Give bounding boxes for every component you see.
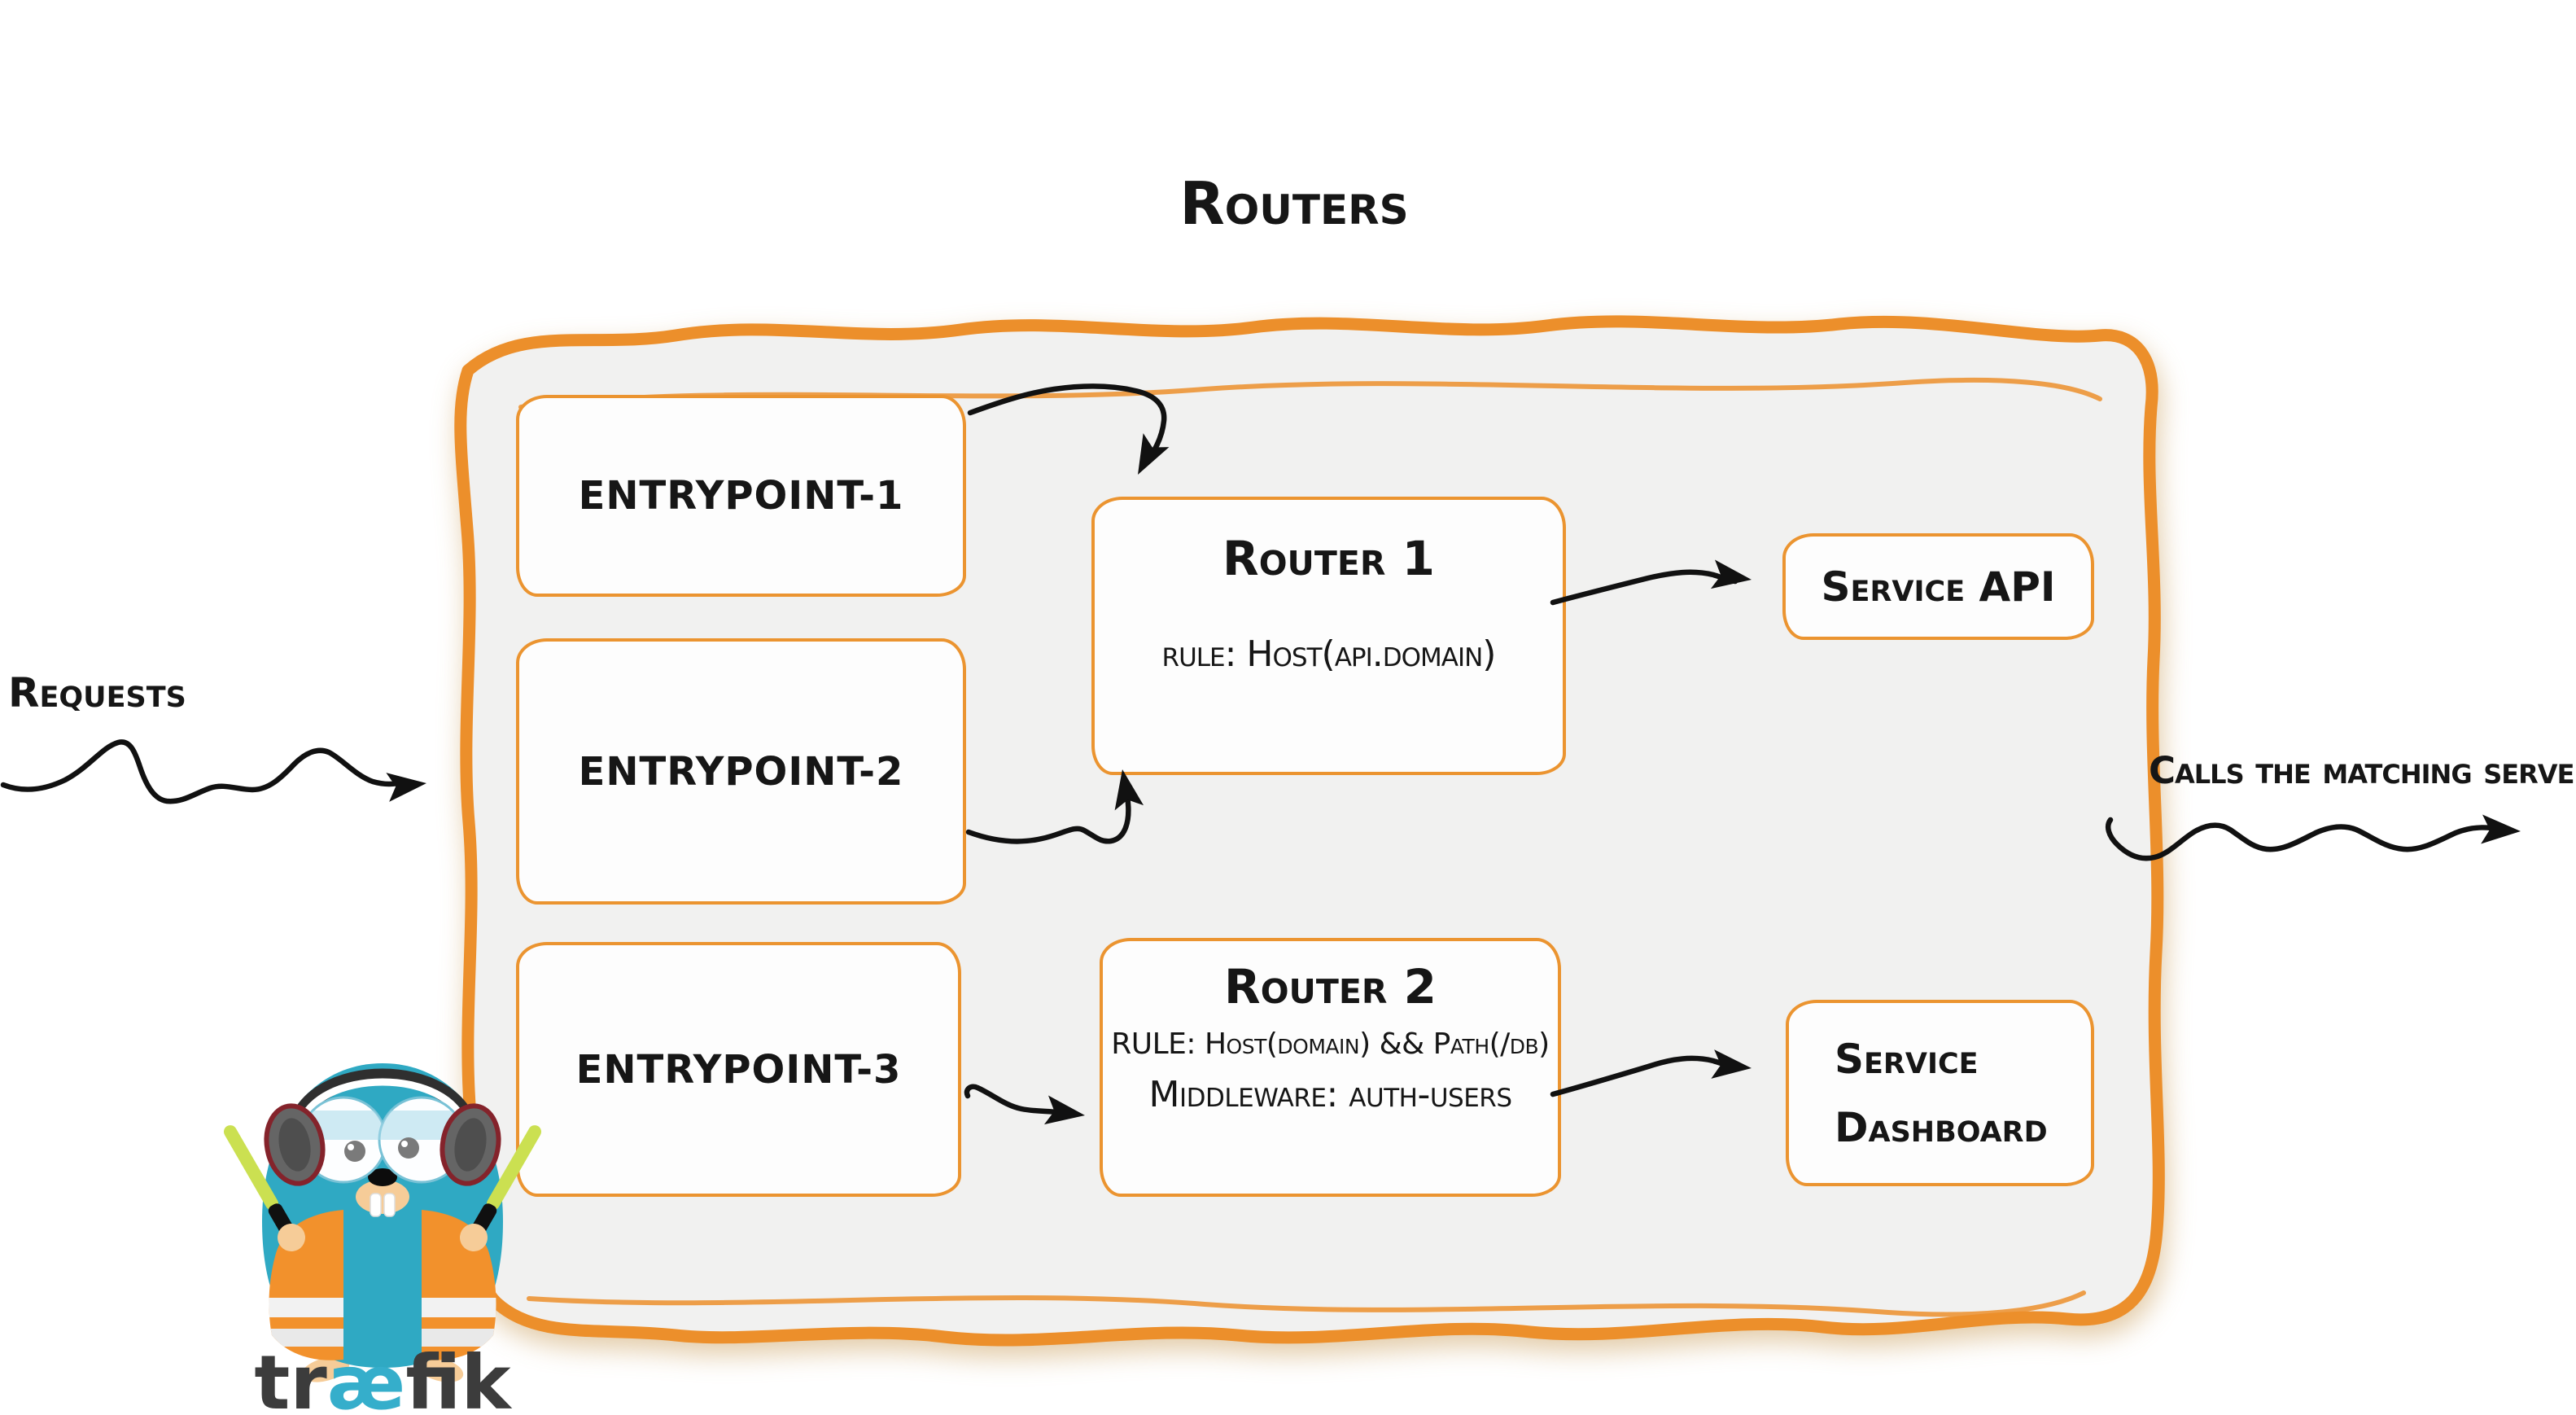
squiggle-path <box>964 1084 1072 1117</box>
entrypoint-1-label: entrypoint-1 <box>578 473 904 519</box>
calls-matching-server-label: Calls the matching server <box>2149 749 2576 792</box>
router-2-middleware: Middleware: auth-users <box>1148 1074 1513 1115</box>
ear-cup-left-icon <box>264 1103 326 1186</box>
gopher-nose <box>368 1168 397 1186</box>
arrow-entrypoint2-to-router1 <box>965 769 1144 844</box>
router-2-box: Router 2 RULE: Host(domain) && Path(/db)… <box>1100 938 1561 1197</box>
arrowhead-icon <box>2481 814 2521 844</box>
arrowhead-icon <box>1114 769 1144 811</box>
squiggle-path <box>2106 817 2504 861</box>
gopher-muzzle <box>356 1180 409 1214</box>
arrow-entrypoint1-to-router1 <box>967 383 1170 475</box>
requests-label: Requests <box>8 669 186 716</box>
arrowhead-icon <box>1711 1049 1752 1079</box>
arrowhead-icon <box>1138 433 1170 475</box>
entrypoint-3-box: entrypoint-3 <box>516 942 961 1197</box>
router-1-title: Router 1 <box>1222 531 1435 586</box>
gopher-foot-left <box>301 1356 350 1382</box>
router-2-title: Router 2 <box>1224 959 1437 1014</box>
router-2-rule: RULE: Host(domain) && Path(/db) <box>1111 1027 1550 1061</box>
container-brush-accent-top <box>518 377 2102 410</box>
arrowhead-icon <box>386 773 426 802</box>
entrypoint-2-box: entrypoint-2 <box>516 638 966 905</box>
gopher-foot-right <box>415 1356 464 1382</box>
entrypoint-1-box: entrypoint-1 <box>516 395 966 597</box>
arrowhead-icon <box>1043 1095 1085 1125</box>
service-dashboard-label-line2: Dashboard <box>1835 1103 2048 1151</box>
gopher-tooth-right <box>383 1193 396 1217</box>
gopher-eye-right <box>398 1137 419 1159</box>
gopher-eye-left <box>344 1141 365 1162</box>
squiggle-path <box>1550 569 1738 606</box>
router-1-box: Router 1 rule: Host(api.domain) <box>1091 497 1566 775</box>
ear-cup-right-icon <box>440 1103 501 1186</box>
goggles-icon <box>300 1096 466 1184</box>
entrypoint-3-label: entrypoint-3 <box>575 1046 902 1093</box>
service-api-box: Service API <box>1782 533 2094 640</box>
squiggle-path <box>1550 1055 1738 1097</box>
traefik-wordmark: træfik <box>254 1339 512 1415</box>
arrow-entrypoint3-to-router2 <box>964 1084 1085 1125</box>
entrypoint-2-label: entrypoint-2 <box>578 748 904 795</box>
traefik-logo: træfik <box>224 1063 541 1415</box>
squiggle-path <box>0 739 409 804</box>
light-stick-right-icon <box>460 1125 541 1251</box>
service-dashboard-label-line1: Service <box>1835 1035 1979 1083</box>
gopher-tooth-left <box>370 1193 382 1217</box>
service-dashboard-box: Service Dashboard <box>1786 1000 2094 1186</box>
light-stick-left-icon <box>224 1125 305 1251</box>
arrow-router2-to-service-dashboard <box>1550 1049 1752 1097</box>
squiggle-path <box>967 383 1167 470</box>
page-title: Routers <box>1179 169 1409 238</box>
squiggle-path <box>965 774 1131 844</box>
arrow-container-to-matching-server <box>2106 814 2521 861</box>
router-1-rule: rule: Host(api.domain) <box>1161 633 1497 675</box>
service-api-label: Service API <box>1821 563 2056 611</box>
container-brush-accent-bottom <box>527 1290 2086 1317</box>
arrow-router1-to-service-api <box>1550 559 1752 606</box>
arrowhead-icon <box>1710 559 1752 589</box>
arrow-requests-into-container <box>0 739 426 804</box>
headphones-icon <box>286 1068 479 1140</box>
